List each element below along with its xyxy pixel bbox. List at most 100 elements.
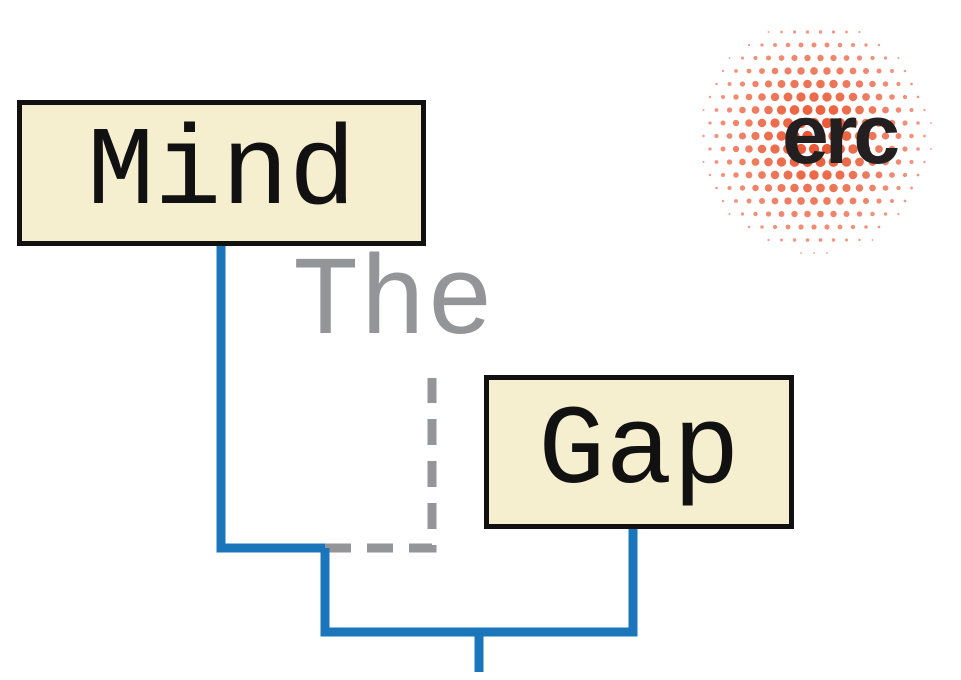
logo-dot: [808, 117, 820, 129]
logo-dot: [784, 197, 792, 205]
logo-dot: [764, 184, 773, 192]
logo-dot: [836, 197, 844, 205]
logo-dot: [796, 170, 806, 180]
logo-dot: [785, 42, 791, 48]
logo-dot: [740, 56, 745, 60]
logo-dot: [881, 132, 890, 140]
logo-dot: [765, 211, 772, 217]
logo-dot: [910, 186, 913, 190]
logo-dot: [745, 93, 753, 101]
logo-dot: [916, 95, 920, 99]
logo-dot: [813, 252, 815, 254]
logo-dot: [745, 145, 753, 153]
logo-dot: [714, 133, 719, 139]
logo-dot: [715, 186, 718, 190]
logo-dot: [714, 160, 719, 164]
logo-dot: [797, 197, 805, 205]
logo-dot: [792, 30, 797, 34]
logo-dot: [783, 170, 793, 180]
logo-dot: [889, 172, 895, 178]
logo-dot: [863, 68, 869, 74]
logo-dot: [837, 224, 843, 230]
logo-dot: [739, 106, 746, 114]
logo-dot: [726, 133, 733, 139]
logo-dot: [745, 171, 753, 179]
logo-dot: [702, 134, 705, 138]
logo-dot: [746, 68, 752, 74]
logo-dot: [708, 147, 712, 151]
logo-dot: [875, 145, 883, 153]
logo-dot: [751, 106, 760, 114]
logo-dot: [815, 105, 826, 115]
logo-dot: [855, 157, 864, 167]
logo-dot: [776, 157, 787, 167]
logo-dot: [771, 197, 779, 205]
logo-dot: [772, 224, 778, 230]
logo-dot: [753, 55, 758, 61]
logo-dot: [776, 131, 787, 141]
logo-dot: [816, 79, 825, 89]
logo-dot: [882, 81, 889, 87]
logo-dot: [864, 225, 868, 229]
logo-dot: [895, 159, 902, 165]
logo-dot: [849, 197, 857, 205]
logo-dot: [715, 82, 718, 86]
logo-dot: [772, 42, 778, 48]
logo-dot: [875, 93, 883, 101]
logo-dot: [861, 144, 871, 154]
logo-dot: [759, 68, 765, 74]
logo-dot: [780, 238, 783, 242]
logo-dot: [751, 131, 760, 141]
logo-dot: [732, 145, 740, 153]
logo-dot: [738, 132, 747, 140]
logo-dot: [727, 185, 732, 191]
logo-dot: [816, 183, 825, 193]
logo-dot: [850, 224, 856, 230]
logo-dot: [903, 199, 907, 203]
logo-dot: [855, 105, 864, 115]
logo-dot: [856, 211, 863, 217]
logo-dot: [714, 108, 719, 112]
logo-dot: [909, 107, 914, 113]
logo-dot: [895, 133, 902, 139]
logo-dot: [824, 42, 830, 48]
logo-dot: [770, 144, 780, 154]
logo-dot: [824, 224, 830, 230]
logo-dot: [882, 185, 889, 191]
logo-dot: [702, 160, 705, 164]
logo-dot: [746, 198, 752, 204]
logo-dot: [909, 159, 914, 165]
gap-box: Gap: [484, 375, 794, 529]
logo-dot: [835, 144, 845, 154]
logo-dot: [826, 252, 828, 254]
logo-dot: [726, 159, 733, 165]
logo-dot: [821, 117, 833, 129]
logo-dot: [810, 197, 818, 205]
logo-dot: [804, 210, 811, 218]
erc-logo-text: erc: [782, 87, 900, 181]
logo-dot: [835, 92, 845, 102]
logo-dot: [861, 118, 871, 128]
logo-dot: [767, 30, 770, 34]
logo-dot: [760, 43, 764, 47]
logo-dot: [868, 158, 877, 166]
logo-dot: [831, 238, 836, 242]
logo-dot: [889, 198, 895, 204]
dot-sphere-icon: [702, 30, 932, 254]
logo-dot: [889, 94, 895, 100]
logo-dot: [930, 122, 932, 124]
logo-dot: [802, 105, 813, 115]
logo-dot: [888, 145, 896, 153]
logo-dot: [811, 42, 817, 48]
logo-dot: [883, 212, 888, 216]
logo-dot: [843, 55, 850, 61]
logo-dot: [732, 119, 740, 127]
logo-dot: [855, 80, 864, 88]
logo-dot: [739, 81, 746, 87]
logo-dot: [800, 252, 802, 254]
logo-dot: [720, 172, 726, 178]
logo-dot: [848, 144, 858, 154]
logo-dot: [869, 80, 876, 88]
logo-dot: [877, 225, 881, 229]
